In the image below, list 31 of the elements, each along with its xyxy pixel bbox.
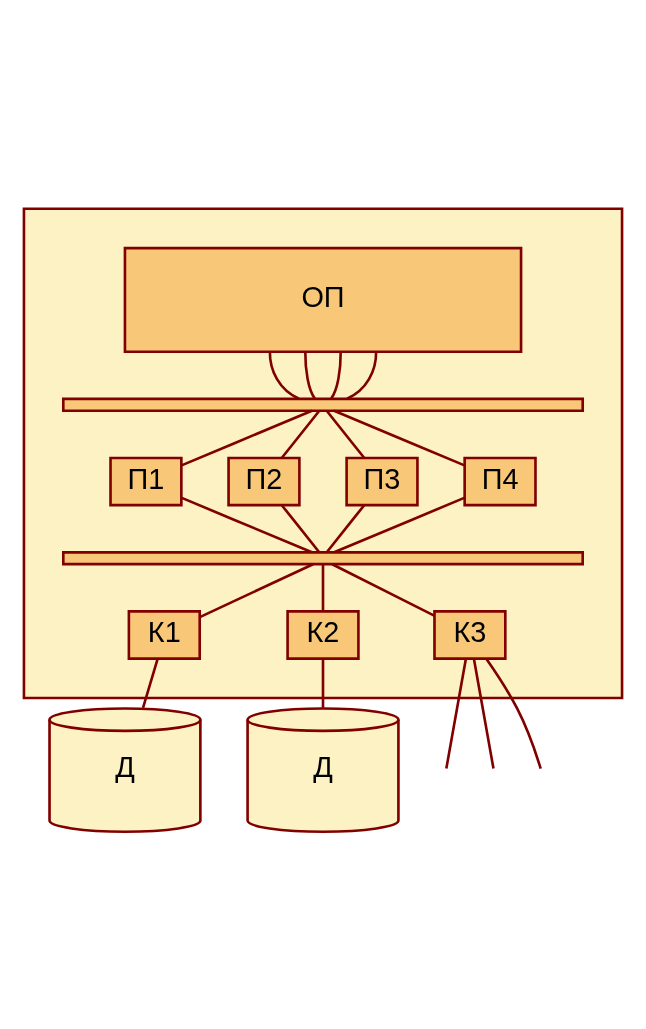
connector <box>181 496 313 554</box>
cluster <box>22 206 624 699</box>
connector <box>346 351 378 400</box>
connector <box>472 658 495 769</box>
connector <box>280 409 321 459</box>
node-box: П2 <box>227 456 301 506</box>
connector <box>445 658 468 769</box>
connector <box>331 562 435 617</box>
connector <box>304 351 316 399</box>
connector <box>325 409 366 459</box>
node-box: П1 <box>109 456 183 506</box>
connector <box>268 351 300 400</box>
connector <box>321 563 325 611</box>
node-box: П3 <box>345 456 419 506</box>
node-box: К3 <box>433 609 507 660</box>
connector <box>333 409 465 467</box>
connector <box>141 657 159 708</box>
node-box: П4 <box>463 456 537 506</box>
node-bar <box>62 550 584 565</box>
connector <box>330 351 342 399</box>
node-box: К2 <box>286 609 360 660</box>
connector <box>181 409 313 467</box>
connector <box>333 496 465 554</box>
connector <box>485 657 542 769</box>
connector <box>199 562 314 618</box>
node-box: ОП <box>123 246 523 353</box>
node-bar <box>62 397 584 412</box>
connector <box>281 504 321 553</box>
connector <box>321 658 325 708</box>
connector <box>325 504 365 553</box>
node-box: К1 <box>127 609 201 660</box>
